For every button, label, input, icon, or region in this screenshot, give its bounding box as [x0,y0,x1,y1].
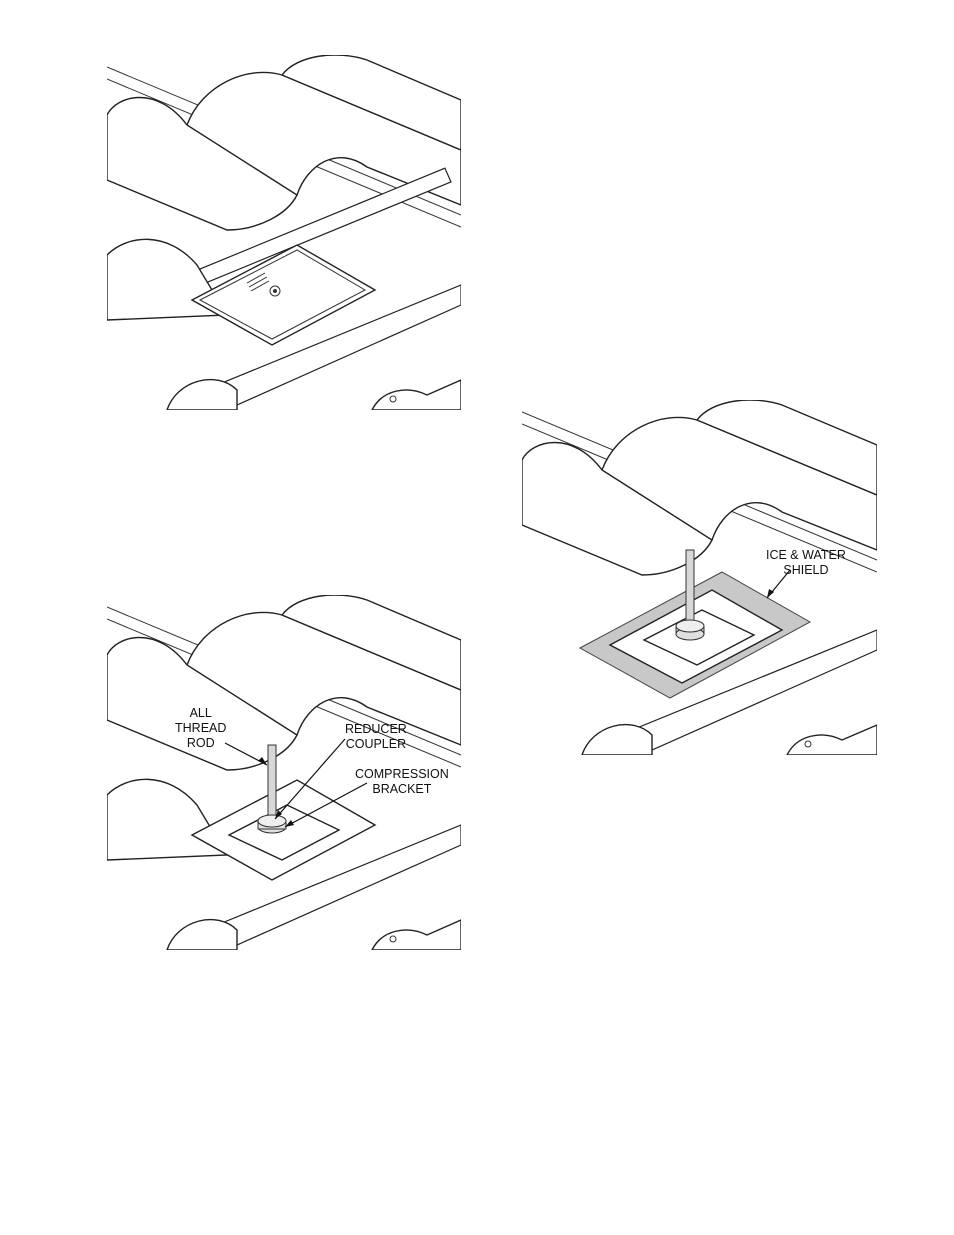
panel-flashing-plate [107,55,461,410]
label-compression-bracket: COMPRESSION BRACKET [355,767,449,797]
roof-tile-drawing-1 [107,55,461,410]
label-reducer-coupler: REDUCER COUPLER [345,722,407,752]
label-ice-water-shield: ICE & WATER SHIELD [766,548,846,578]
label-all-thread-rod: ALL THREAD ROD [175,706,226,751]
